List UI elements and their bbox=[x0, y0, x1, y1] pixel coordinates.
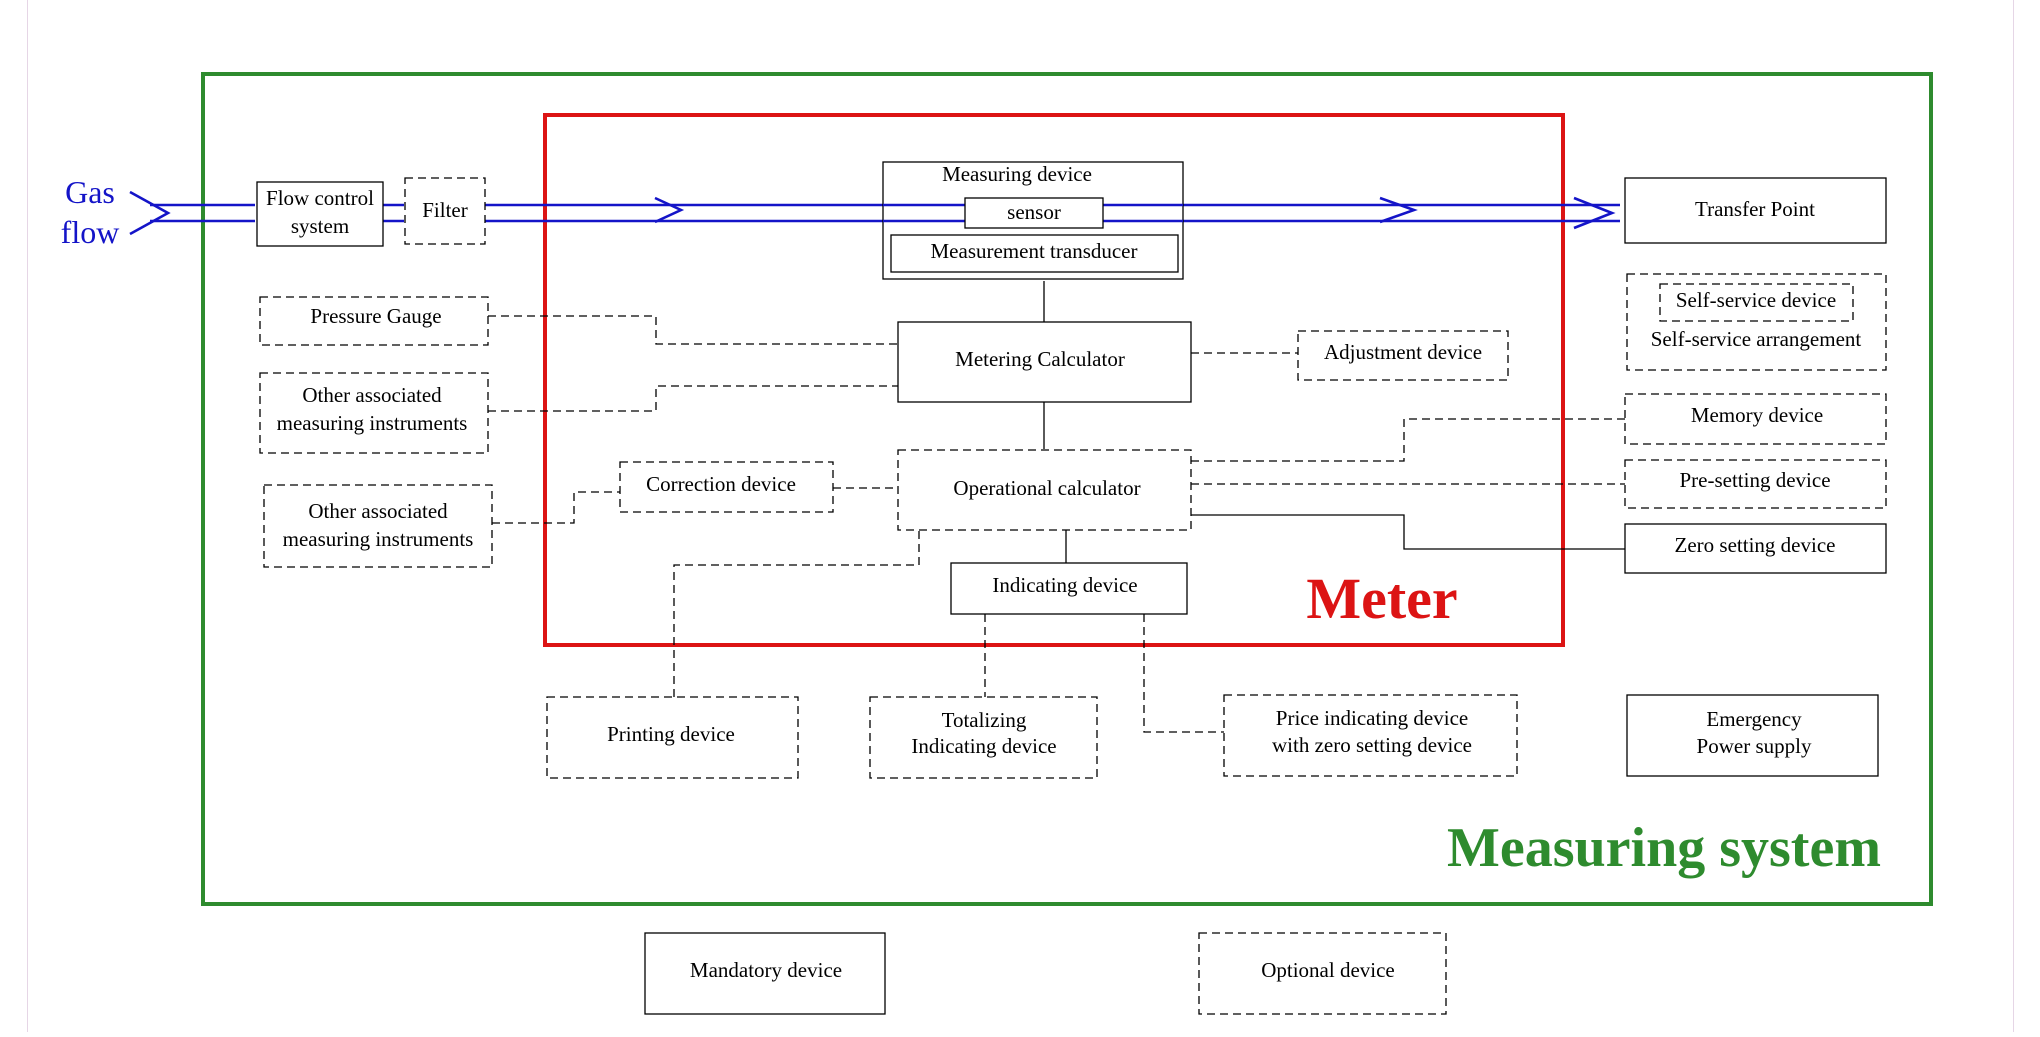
metering-calculator-label: Metering Calculator bbox=[955, 347, 1125, 371]
memory-device-label: Memory device bbox=[1691, 403, 1823, 427]
flow-control-label-2: system bbox=[291, 214, 349, 238]
metering-calculator-box bbox=[897, 321, 1192, 403]
operational-calculator-label: Operational calculator bbox=[953, 476, 1140, 500]
other-instruments-1-label-1: Other associated bbox=[302, 383, 442, 407]
indicating-device-label: Indicating device bbox=[992, 573, 1137, 597]
zero-setting-device-label: Zero setting device bbox=[1675, 533, 1836, 557]
memory-device-box bbox=[1624, 393, 1887, 445]
transfer-point-label: Transfer Point bbox=[1695, 197, 1815, 221]
pressure-gauge-label: Pressure Gauge bbox=[310, 304, 441, 328]
flow-label: flow bbox=[61, 214, 120, 250]
meter-label: Meter bbox=[1306, 566, 1457, 631]
totalizing-indicating-device-box bbox=[869, 696, 1098, 779]
gas-label: Gas bbox=[65, 174, 115, 210]
totalizing-label-2: Indicating device bbox=[911, 734, 1056, 758]
emergency-power-label-1: Emergency bbox=[1706, 707, 1802, 731]
legend-optional-box bbox=[1198, 932, 1447, 1015]
flow-control-system-box bbox=[256, 181, 384, 247]
price-indicating-device-box bbox=[1223, 694, 1518, 777]
legend-mandatory-box bbox=[644, 932, 886, 1015]
indicating-device-box bbox=[950, 562, 1188, 615]
price-indicating-label-1: Price indicating device bbox=[1276, 706, 1468, 730]
sensor-label: sensor bbox=[1007, 200, 1061, 224]
correction-device-label: Correction device bbox=[646, 472, 796, 496]
measuring-system-label: Measuring system bbox=[1447, 817, 1881, 879]
self-service-arrangement-label: Self-service arrangement bbox=[1651, 327, 1862, 351]
other-instruments-2-label-1: Other associated bbox=[308, 499, 448, 523]
legend-optional-label: Optional device bbox=[1261, 958, 1395, 982]
filter-box bbox=[404, 177, 486, 245]
pressure-gauge-box bbox=[259, 296, 489, 346]
emergency-power-supply-box bbox=[1626, 694, 1879, 777]
flow-control-label-1: Flow control bbox=[266, 186, 374, 210]
other-instruments-box-1 bbox=[259, 372, 489, 454]
presetting-device-box bbox=[1624, 459, 1887, 509]
measurement-transducer-box bbox=[890, 234, 1179, 273]
presetting-device-label: Pre-setting device bbox=[1679, 468, 1830, 492]
measuring-system-frame bbox=[201, 72, 1933, 906]
other-instruments-box-2 bbox=[263, 484, 493, 568]
meter-frame bbox=[543, 113, 1565, 647]
measuring-device-label: Measuring device bbox=[942, 162, 1092, 186]
operational-calculator-box bbox=[897, 449, 1192, 531]
self-service-device-box bbox=[1659, 283, 1854, 322]
other-instruments-2-label-2: measuring instruments bbox=[283, 527, 474, 551]
measurement-transducer-label: Measurement transducer bbox=[931, 239, 1138, 263]
printing-device-label: Printing device bbox=[607, 722, 735, 746]
transfer-point-box bbox=[1624, 177, 1887, 244]
adjustment-device-label: Adjustment device bbox=[1324, 340, 1482, 364]
connections bbox=[488, 281, 1625, 733]
totalizing-label-1: Totalizing bbox=[942, 708, 1027, 732]
printing-device-box bbox=[546, 696, 799, 779]
other-instruments-1-label-2: measuring instruments bbox=[277, 411, 468, 435]
price-indicating-label-2: with zero setting device bbox=[1272, 733, 1472, 757]
adjustment-device-box bbox=[1297, 330, 1509, 381]
page-border-left bbox=[27, 0, 28, 1032]
zero-setting-device-box bbox=[1624, 523, 1887, 574]
filter-label: Filter bbox=[422, 198, 468, 222]
correction-device-box bbox=[619, 461, 834, 513]
legend-mandatory-label: Mandatory device bbox=[690, 958, 842, 982]
sensor-box bbox=[964, 197, 1104, 229]
emergency-power-label-2: Power supply bbox=[1697, 734, 1812, 758]
page-border-right bbox=[2013, 0, 2014, 1032]
self-service-device-label: Self-service device bbox=[1676, 288, 1836, 312]
